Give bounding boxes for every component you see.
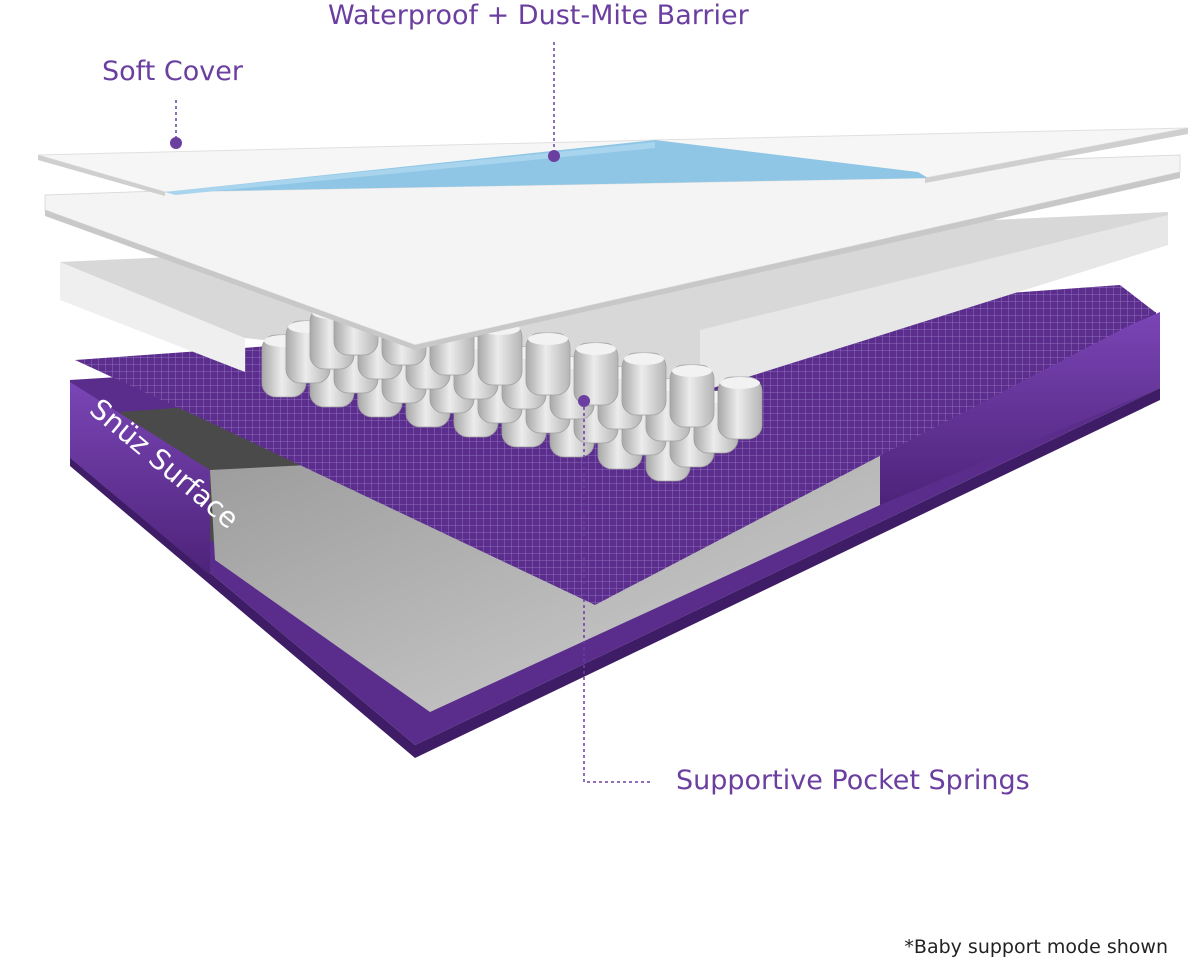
springs-label: Supportive Pocket Springs: [676, 765, 1030, 796]
spring-coil-top: [672, 365, 712, 377]
callout-leaders: [170, 42, 650, 783]
footnote: *Baby support mode shown: [904, 936, 1168, 958]
cover-top-sheet: [37, 127, 1189, 196]
spring-coil-top: [576, 343, 616, 355]
barrier-label: Waterproof + Dust-Mite Barrier: [328, 0, 749, 31]
spring-coil-top: [624, 353, 664, 365]
spring-coil-top: [720, 377, 760, 389]
cover-label: Soft Cover: [102, 56, 243, 87]
spring-coil-top: [528, 333, 568, 345]
